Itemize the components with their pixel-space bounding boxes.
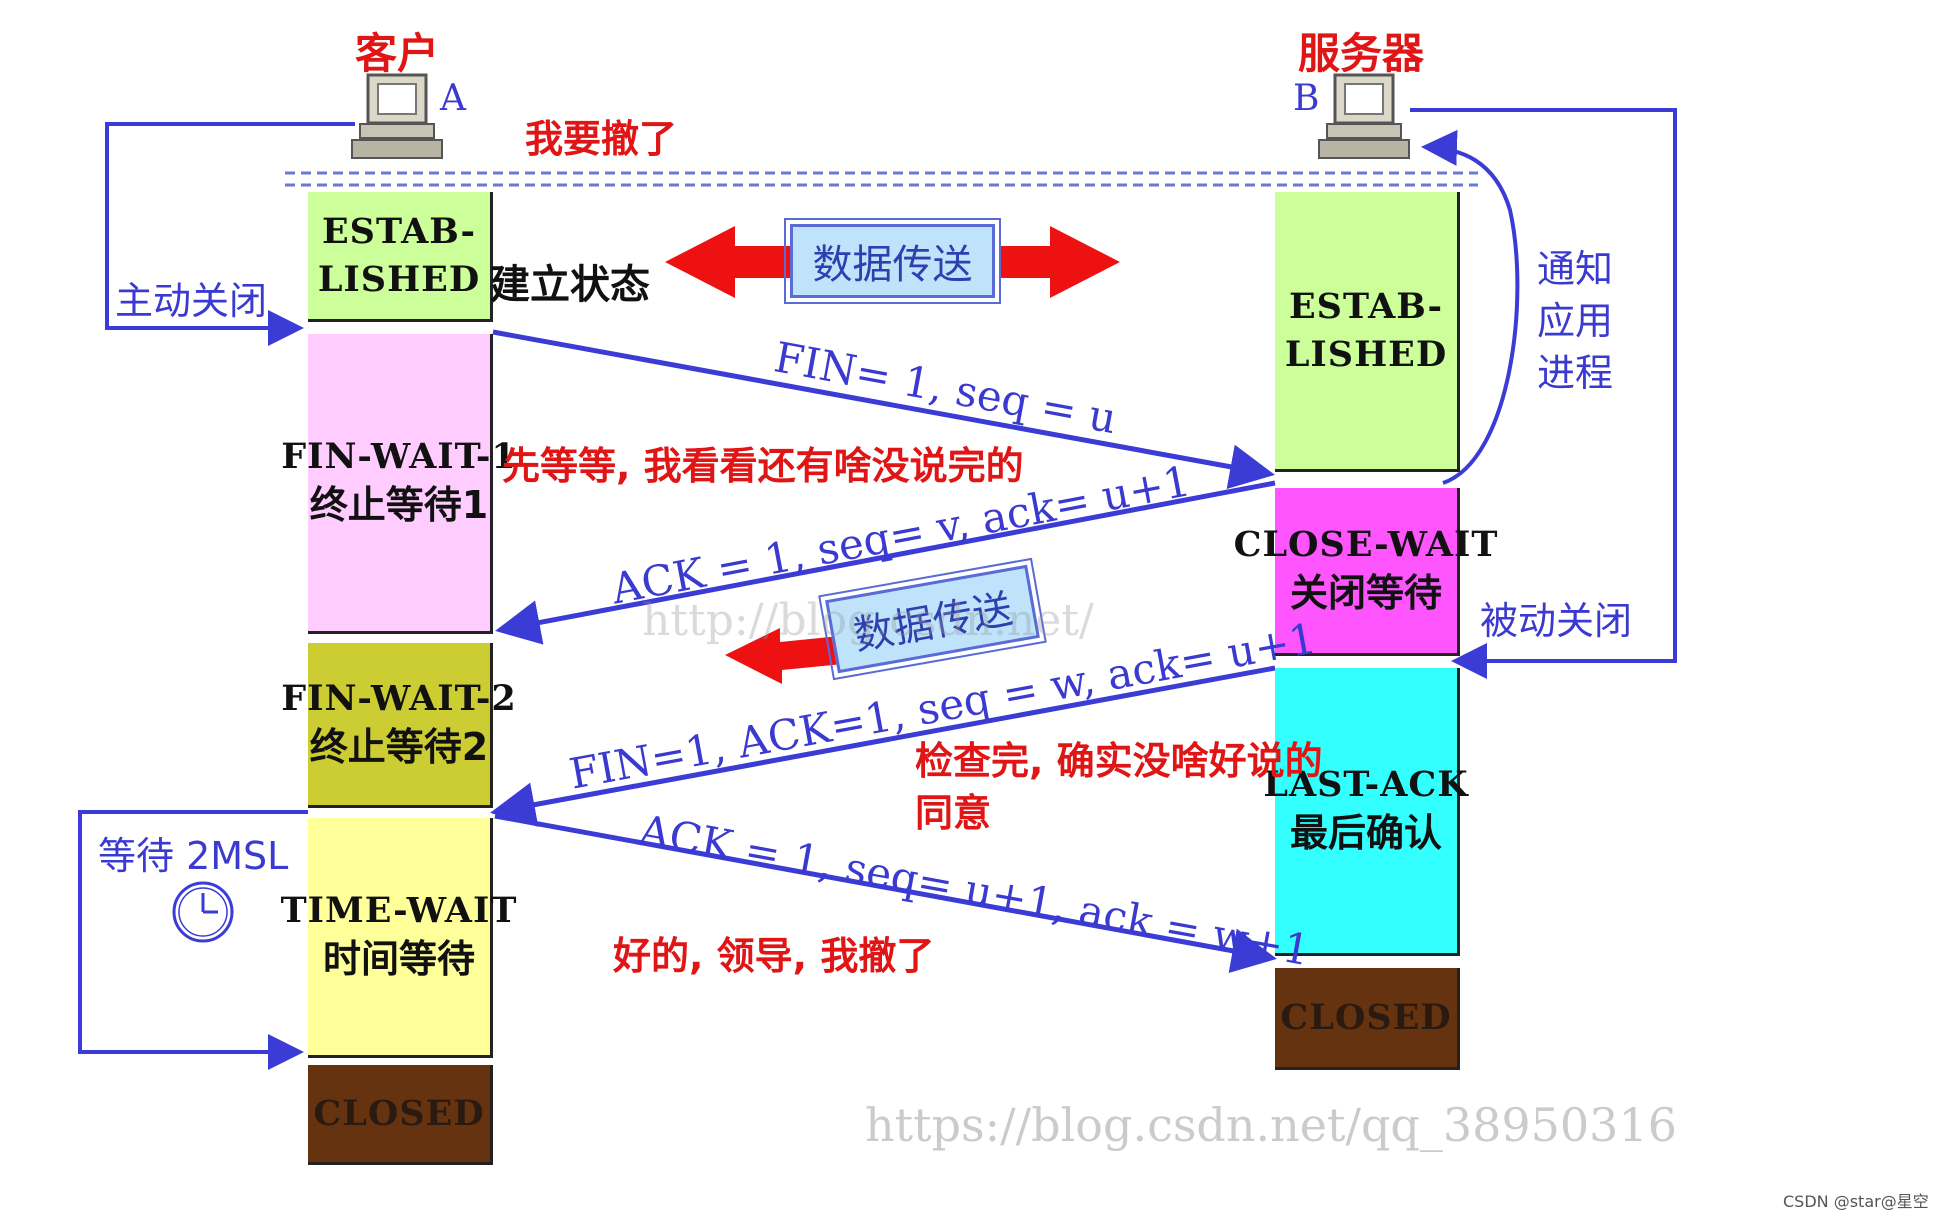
- notify-app-label-1: 通知: [1537, 247, 1614, 291]
- data-transfer-double-arrow: [665, 226, 1120, 298]
- state-line1: ESTAB-: [322, 211, 476, 253]
- annotation-leave: 我要撤了: [525, 117, 678, 161]
- server-label: B: [1293, 78, 1320, 119]
- annotation-check-done: 检查完, 确实没啥好说的: [915, 739, 1323, 783]
- client-label: A: [440, 78, 466, 119]
- client-state-established: ESTAB- LISHED: [308, 192, 493, 322]
- annotation-agree: 同意: [915, 791, 992, 835]
- ack1-arrow: [495, 480, 1276, 645]
- passive-close-arrow: [1410, 108, 1677, 679]
- state-line1: CLOSED: [313, 1092, 485, 1134]
- state-line1: FIN-WAIT-1: [281, 436, 517, 478]
- active-close-arrow: [105, 122, 355, 346]
- state-line2: 终止等待1: [309, 483, 489, 528]
- wait-2msl-arrow: [78, 810, 308, 1070]
- state-line1: TIME-WAIT: [280, 890, 518, 932]
- wait-2msl-label: 等待 2MSL: [98, 834, 289, 878]
- state-line2: 时间等待: [322, 937, 475, 982]
- state-line2: 终止等待2: [309, 724, 489, 769]
- client-state-time-wait: TIME-WAIT 时间等待: [281, 818, 516, 1058]
- state-line1: ESTAB-: [1289, 286, 1443, 328]
- server-state-closed: CLOSED: [1275, 968, 1460, 1070]
- annotation-wait-check: 先等等, 我看看还有啥没说完的: [502, 444, 1024, 488]
- state-line1: CLOSED: [1280, 996, 1452, 1038]
- client-computer-icon: [351, 73, 443, 159]
- state-line1: CLOSE-WAIT: [1233, 524, 1499, 566]
- state-line2: 关闭等待: [1289, 571, 1442, 616]
- notify-app-label-2: 应用: [1537, 299, 1614, 343]
- state-line1: FIN-WAIT-2: [281, 677, 517, 719]
- fin2-arrow: [490, 665, 1276, 827]
- annotation-ok-leave: 好的, 领导, 我撤了: [613, 934, 935, 978]
- fin1-arrow: [492, 329, 1275, 489]
- active-close-label: 主动关闭: [115, 279, 268, 323]
- ack2-arrow: [494, 813, 1277, 973]
- server-state-last-ack: LAST-ACK 最后确认: [1263, 668, 1468, 956]
- server-title: 服务器: [1298, 29, 1425, 78]
- notify-app-label-3: 进程: [1537, 351, 1614, 395]
- client-title: 客户: [355, 29, 440, 78]
- half-close-data-arrow: [725, 628, 843, 684]
- data-transfer-tag-1: 数据传送: [784, 218, 1001, 304]
- notify-app-arrow: [1421, 129, 1520, 485]
- server-state-established: ESTAB- LISHED: [1275, 192, 1460, 472]
- client-state-closed: CLOSED: [308, 1065, 493, 1165]
- state-line1: LAST-ACK: [1263, 764, 1469, 806]
- client-state-fin-wait-1: FIN-WAIT-1 终止等待1: [281, 334, 516, 634]
- client-state-fin-wait-2: FIN-WAIT-2 终止等待2: [281, 643, 516, 808]
- watermark-center: http://blog.csdn.net/: [642, 595, 1094, 646]
- passive-close-label: 被动关闭: [1480, 599, 1633, 643]
- watermark-corner: CSDN @star@星空: [1783, 1192, 1929, 1211]
- established-note: 建立状态: [490, 262, 650, 308]
- state-line2: LISHED: [317, 258, 481, 300]
- server-state-close-wait: CLOSE-WAIT 关闭等待: [1234, 488, 1497, 656]
- clock-icon: [172, 881, 234, 943]
- state-line2: LISHED: [1284, 333, 1448, 375]
- server-computer-icon: [1318, 73, 1410, 159]
- state-line2: 最后确认: [1289, 811, 1442, 856]
- watermark-bottom: https://blog.csdn.net/qq_38950316: [865, 1098, 1677, 1152]
